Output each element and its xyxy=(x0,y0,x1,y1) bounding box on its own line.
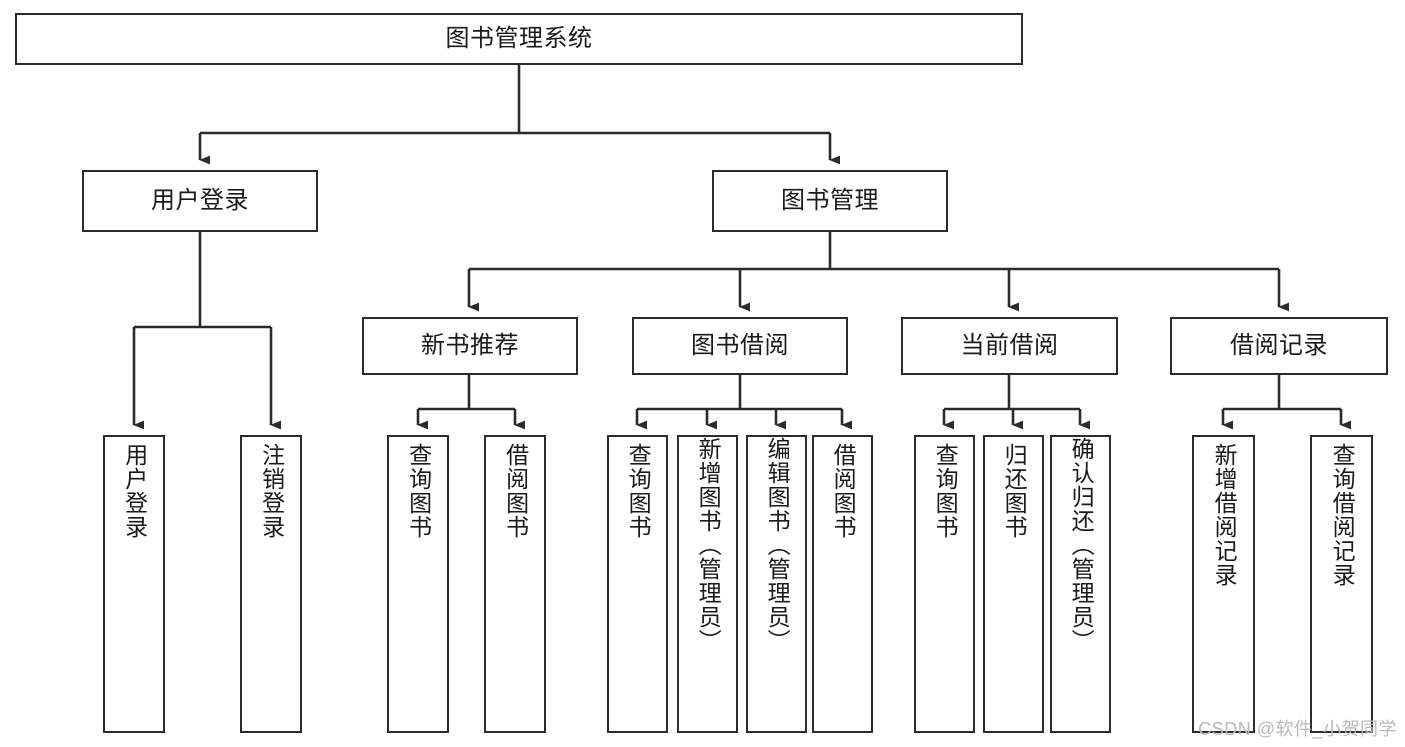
node-borrow-record-label: 借阅记录 xyxy=(1230,331,1328,359)
node-leaf-add-book-label: 新增图书（管理员） xyxy=(695,437,722,653)
node-leaf-query-book-2[interactable]: 查询图书 xyxy=(607,435,668,733)
node-root[interactable]: 图书管理系统 xyxy=(15,13,1023,65)
node-leaf-query-book-1[interactable]: 查询图书 xyxy=(387,435,449,733)
node-borrow-record[interactable]: 借阅记录 xyxy=(1170,317,1388,375)
node-leaf-user-login-label: 用户登录 xyxy=(121,443,148,539)
node-root-label: 图书管理系统 xyxy=(445,24,593,52)
node-leaf-query-book-2-label: 查询图书 xyxy=(625,443,652,539)
node-leaf-confirm-return[interactable]: 确认归还（管理员） xyxy=(1050,435,1111,733)
node-user-login-label: 用户登录 xyxy=(151,186,249,214)
node-current-borrow-label: 当前借阅 xyxy=(960,331,1059,359)
node-leaf-borrow-book-1[interactable]: 借阅图书 xyxy=(484,435,546,733)
node-leaf-logout-login[interactable]: 注销登录 xyxy=(240,435,302,733)
node-book-borrow-label: 图书借阅 xyxy=(691,331,789,359)
node-leaf-query-record[interactable]: 查询借阅记录 xyxy=(1310,435,1373,733)
node-leaf-edit-book[interactable]: 编辑图书（管理员） xyxy=(746,435,807,733)
node-leaf-logout-login-label: 注销登录 xyxy=(258,443,285,539)
node-new-book-recommend[interactable]: 新书推荐 xyxy=(362,317,578,375)
node-leaf-add-record-label: 新增借阅记录 xyxy=(1211,443,1238,587)
node-leaf-borrow-book-2[interactable]: 借阅图书 xyxy=(812,435,873,733)
node-new-book-recommend-label: 新书推荐 xyxy=(421,331,519,359)
node-leaf-borrow-book-1-label: 借阅图书 xyxy=(502,443,529,539)
node-leaf-borrow-book-2-label: 借阅图书 xyxy=(830,443,857,539)
node-current-borrow[interactable]: 当前借阅 xyxy=(901,317,1118,375)
node-leaf-query-book-3-label: 查询图书 xyxy=(932,443,959,539)
node-book-manage[interactable]: 图书管理 xyxy=(712,170,948,232)
node-user-login[interactable]: 用户登录 xyxy=(82,170,318,232)
node-book-borrow[interactable]: 图书借阅 xyxy=(632,317,848,375)
node-leaf-edit-book-label: 编辑图书（管理员） xyxy=(764,437,791,653)
node-leaf-query-book-3[interactable]: 查询图书 xyxy=(914,435,975,733)
node-leaf-query-record-label: 查询借阅记录 xyxy=(1329,443,1356,587)
node-book-manage-label: 图书管理 xyxy=(781,186,879,214)
node-leaf-add-record[interactable]: 新增借阅记录 xyxy=(1192,435,1255,733)
node-leaf-return-book-label: 归还图书 xyxy=(1001,443,1028,539)
node-leaf-add-book[interactable]: 新增图书（管理员） xyxy=(677,435,738,733)
node-leaf-user-login[interactable]: 用户登录 xyxy=(103,435,165,733)
node-leaf-confirm-return-label: 确认归还（管理员） xyxy=(1068,437,1095,653)
node-leaf-return-book[interactable]: 归还图书 xyxy=(983,435,1044,733)
node-leaf-query-book-1-label: 查询图书 xyxy=(405,443,432,539)
